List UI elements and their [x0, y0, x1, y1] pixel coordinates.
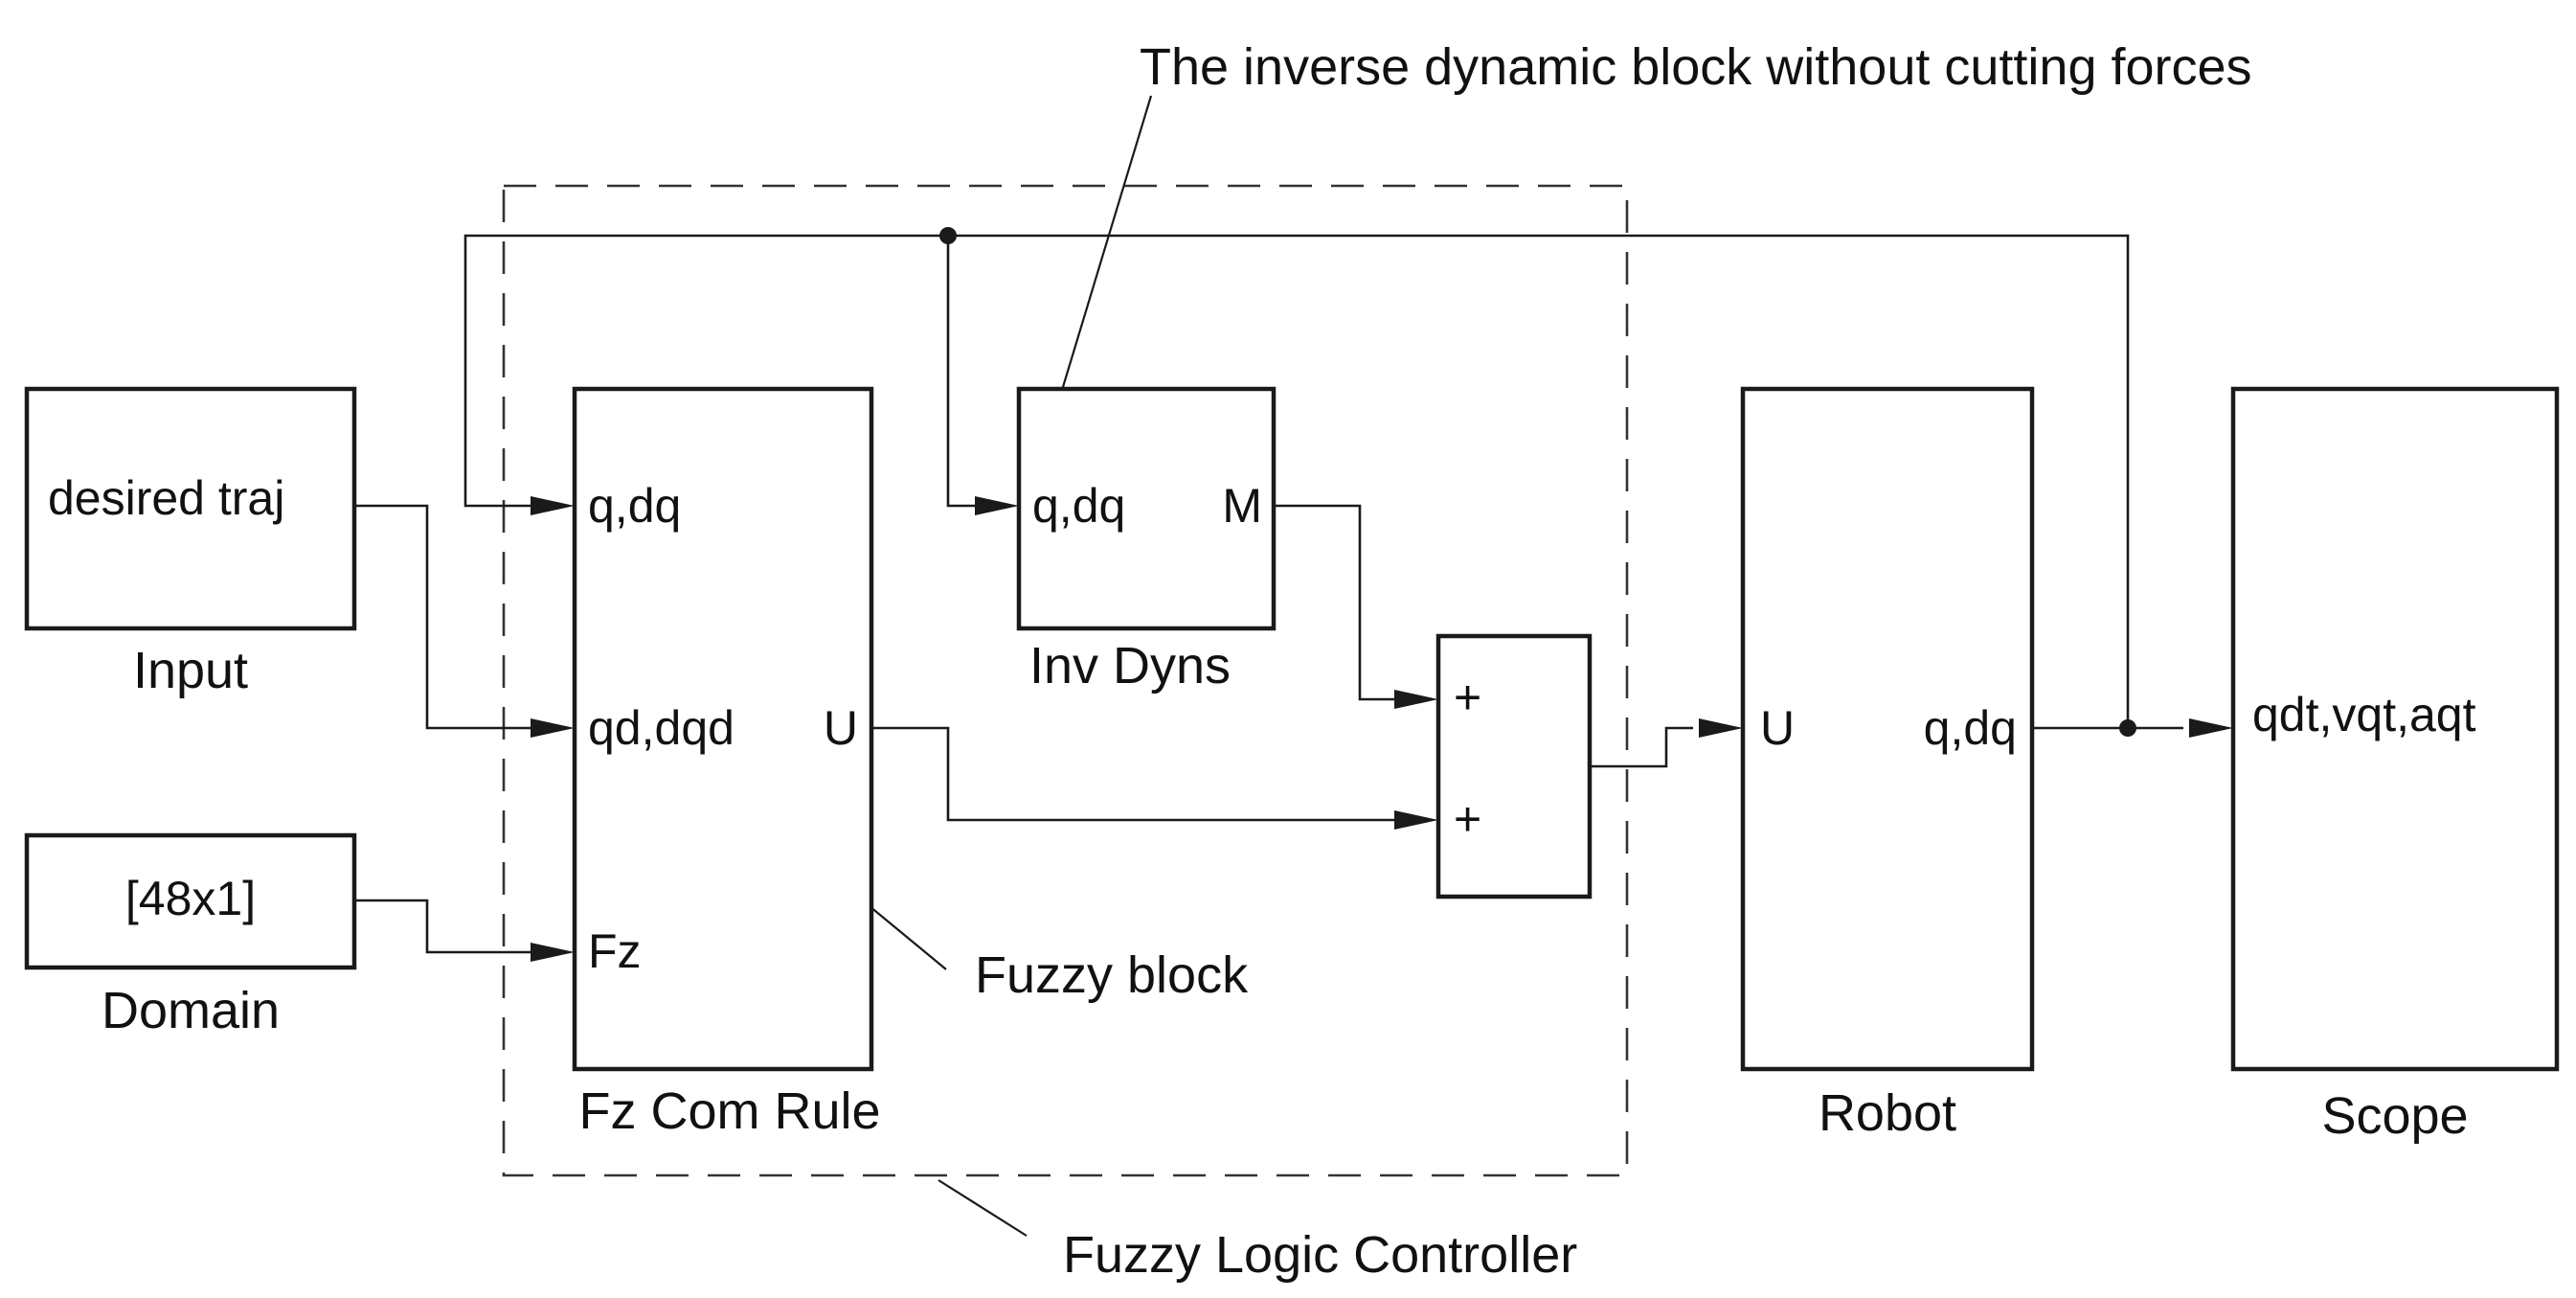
inv-port-q-dq: q,dq — [1032, 479, 1125, 533]
arrow-fz-input — [531, 943, 575, 962]
junction-dot-output — [2119, 719, 2136, 737]
wire-desired-traj — [354, 504, 536, 730]
scope-frame — [2230, 386, 2560, 1072]
sum-frame — [1435, 633, 1593, 899]
robot-port-q-dq: q,dq — [1924, 701, 2017, 755]
leader-inverse-dynamic — [1061, 95, 1153, 388]
domain-block-frame — [24, 832, 357, 970]
robot-port-u: U — [1760, 701, 1795, 755]
annotation-inverse-dynamic: The inverse dynamic block without cuttin… — [1140, 38, 2252, 96]
input-block-content: desired traj — [48, 471, 284, 525]
inv-dyns-block[interactable]: q,dq M — [1016, 386, 1277, 631]
domain-block[interactable]: [48x1] — [24, 832, 357, 970]
domain-block-label: Domain — [102, 982, 280, 1039]
sum-sign-upper: + — [1454, 671, 1481, 724]
arrow-scope-input — [2189, 718, 2233, 738]
fz-port-qd-dqd: qd,dqd — [588, 701, 734, 755]
wire-domain — [354, 899, 536, 954]
wire-m-to-sum — [1274, 504, 1398, 701]
arrowheads — [531, 496, 2233, 962]
inv-dyns-label: Inv Dyns — [1029, 637, 1231, 695]
fz-port-fz: Fz — [588, 924, 642, 978]
inv-dyns-frame — [1016, 386, 1277, 631]
fz-com-rule-label: Fz Com Rule — [578, 1082, 880, 1140]
fz-com-rule-frame — [572, 386, 874, 1072]
arrow-robot-u — [1699, 718, 1743, 738]
fz-port-q-dq: q,dq — [588, 479, 681, 533]
robot-frame — [1740, 386, 2035, 1072]
wire-u-to-sum — [871, 726, 1398, 822]
arrow-sum-lower — [1394, 810, 1438, 830]
arrow-sum-upper — [1394, 690, 1438, 709]
arrow-q-dq-fz — [531, 496, 575, 515]
junction-dot-top — [939, 227, 957, 244]
input-block-frame — [24, 386, 357, 631]
scope-label: Scope — [2321, 1087, 2468, 1145]
annotation-fuzzy-logic-controller: Fuzzy Logic Controller — [1063, 1226, 1577, 1284]
sum-block[interactable]: + + — [1435, 633, 1593, 899]
feedback-branch-inv-dyns — [946, 236, 988, 508]
arrow-q-dq-inv — [975, 496, 1019, 515]
scope-block[interactable]: qdt,vqt,aqt — [2230, 386, 2560, 1072]
arrow-qd-dqd-fz — [531, 718, 575, 738]
robot-label: Robot — [1819, 1084, 1956, 1142]
fuzzy-logic-controller-boundary — [502, 184, 1629, 1177]
feedback-wire — [463, 234, 2130, 728]
input-block[interactable]: desired traj — [24, 386, 357, 631]
domain-block-content: [48x1] — [125, 872, 256, 925]
annotation-fuzzy-block: Fuzzy block — [975, 946, 1249, 1004]
sum-sign-lower: + — [1454, 792, 1481, 846]
signal-wires — [354, 234, 2183, 954]
wire-sum-to-robot — [1590, 726, 1693, 768]
fz-com-rule-block[interactable]: q,dq qd,dqd Fz U — [572, 386, 874, 1072]
leader-fuzzy-logic-controller — [938, 1179, 1028, 1237]
robot-block[interactable]: U q,dq — [1740, 386, 2035, 1072]
leader-fuzzy-block — [869, 905, 947, 970]
inv-port-m: M — [1222, 479, 1262, 533]
fz-port-u: U — [824, 701, 858, 755]
scope-port-content: qdt,vqt,aqt — [2252, 688, 2476, 741]
input-block-label: Input — [133, 642, 248, 699]
